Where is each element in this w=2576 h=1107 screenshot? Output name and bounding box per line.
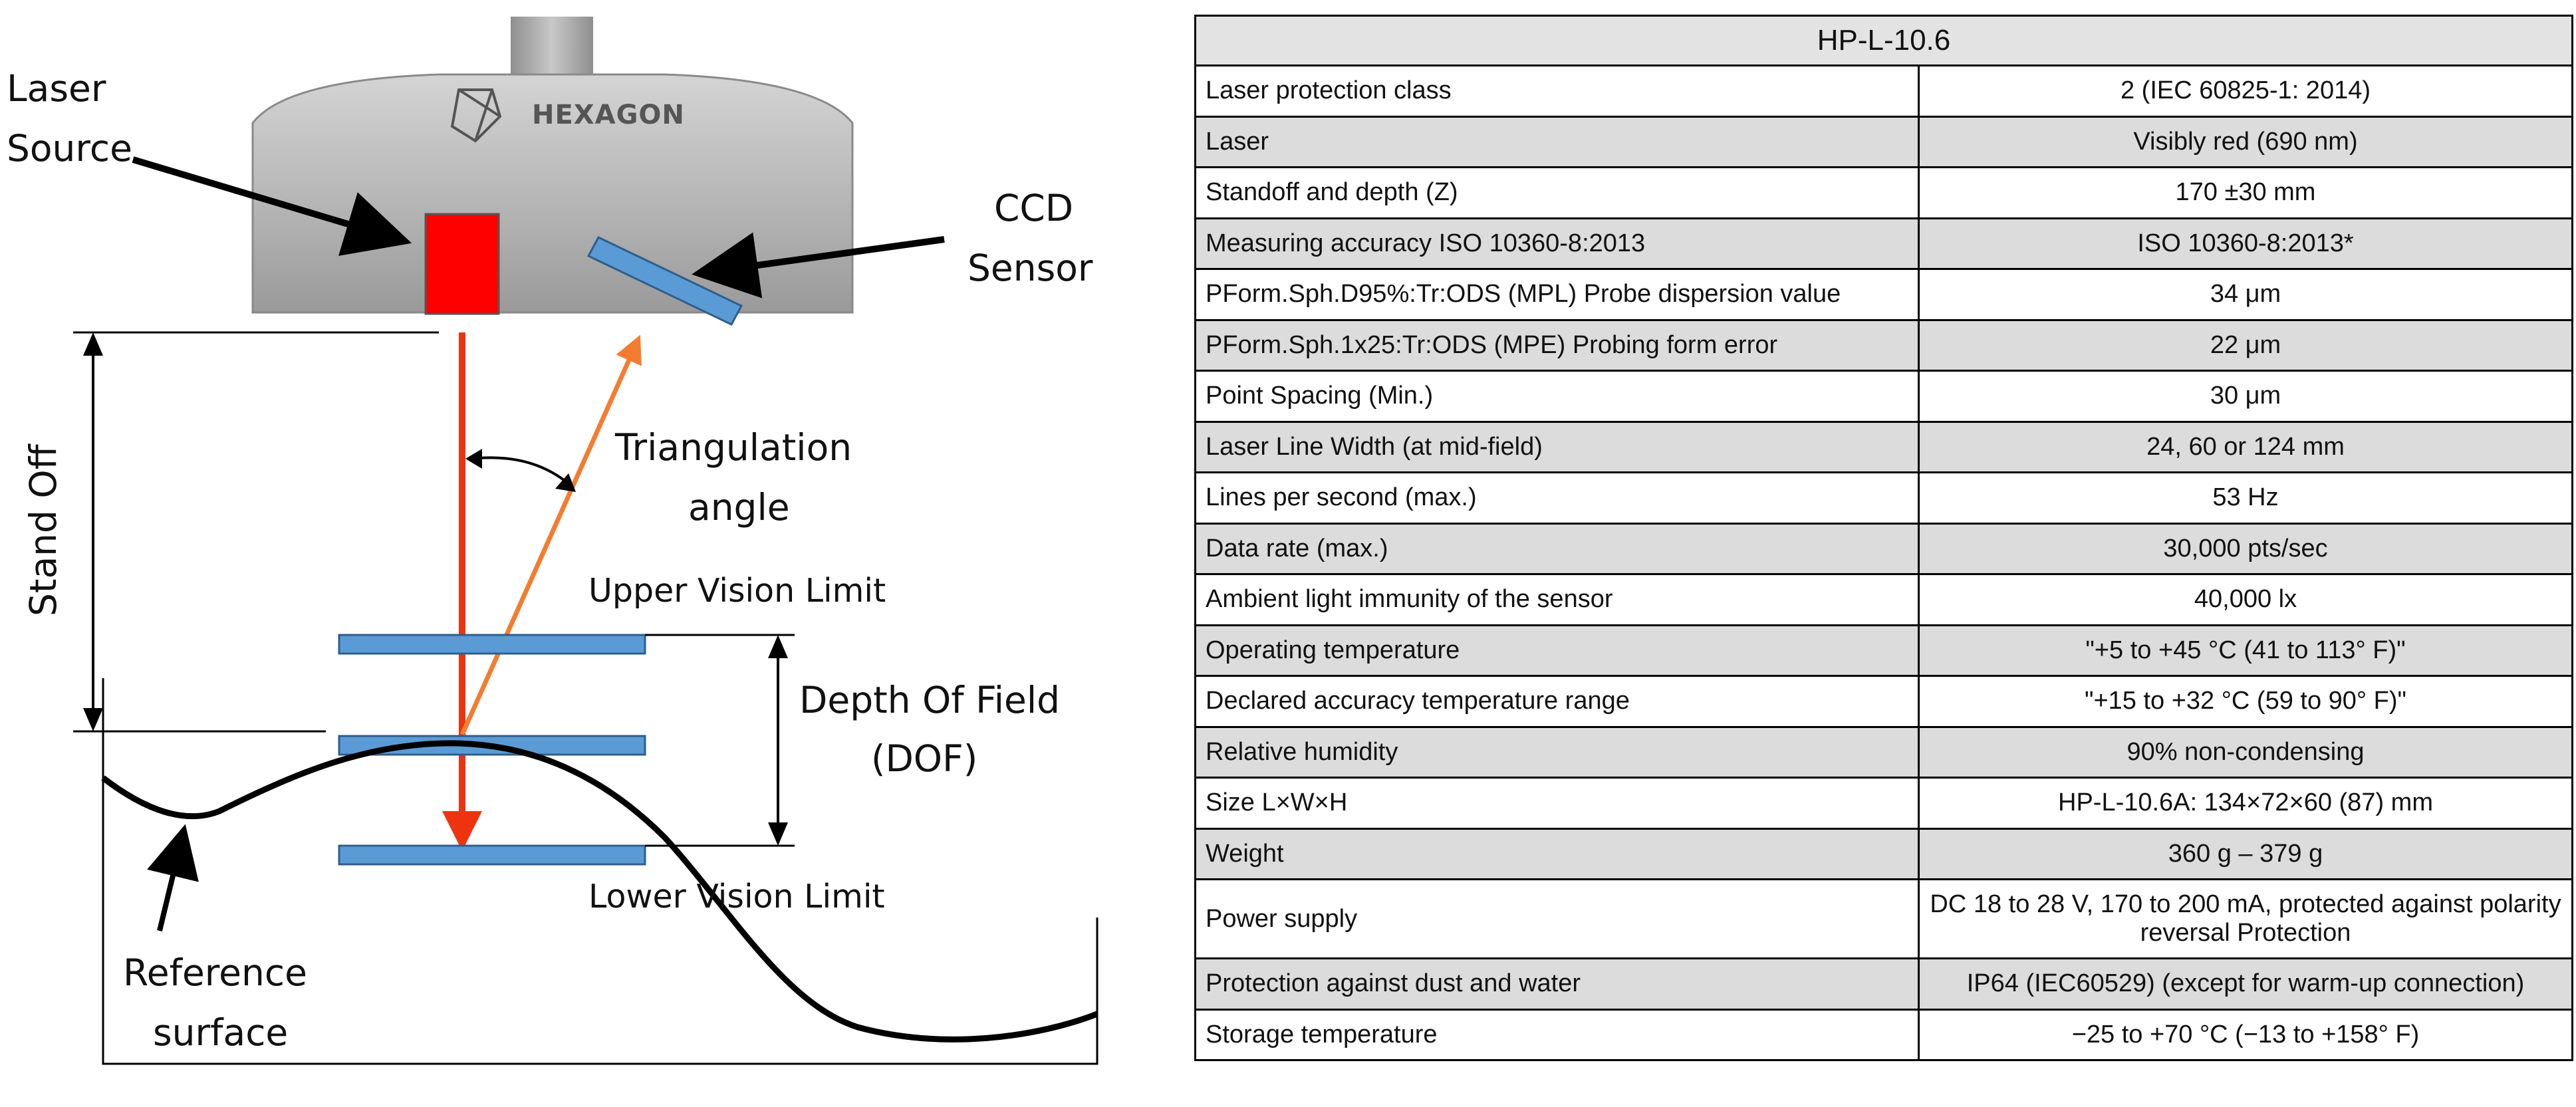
spec-value: 30,000 pts/sec <box>1918 522 2573 575</box>
laser-source-pointer <box>132 156 412 256</box>
spec-value: 40,000 lx <box>1918 573 2573 626</box>
diagram-graphic <box>73 17 1098 1065</box>
spec-label: Lines per second (max.) <box>1194 471 1920 525</box>
table-row: PForm.Sph.1x25:Tr:ODS (MPE) Probing form… <box>1194 318 2573 372</box>
stand-off-label: Stand Off <box>22 444 64 616</box>
spec-label: Power supply <box>1194 878 1920 959</box>
spec-label: Protection against dust and water <box>1194 957 1920 1011</box>
spec-value: 24, 60 or 124 mm <box>1918 420 2573 473</box>
spec-value: "+15 to +32 °C (59 to 90° F)" <box>1918 675 2573 728</box>
reference-frame <box>102 678 1098 1065</box>
laser-triangulation-diagram: HEXAGON Laser Source CCD Sensor Stand Of… <box>0 0 1104 1107</box>
table-row: Data rate (max.)30,000 pts/sec <box>1194 522 2573 575</box>
spec-label: Measuring accuracy ISO 10360-8:2013 <box>1194 217 1920 270</box>
reference-surface-curve <box>101 740 1098 1043</box>
spec-label: Storage temperature <box>1194 1008 1920 1061</box>
spec-label: Ambient light immunity of the sensor <box>1194 573 1920 626</box>
triangulation-arc <box>470 456 572 487</box>
upper-vision-limit-label: Upper Vision Limit <box>588 572 886 610</box>
spec-label: PForm.Sph.D95%:Tr:ODS (MPL) Probe disper… <box>1194 268 1920 321</box>
spec-label: Size L×W×H <box>1194 777 1920 830</box>
ccd-label-line1: CCD <box>994 187 1074 229</box>
spec-value: 34 μm <box>1918 268 2573 321</box>
spec-label: PForm.Sph.1x25:Tr:ODS (MPE) Probing form… <box>1194 318 1920 372</box>
upper-vision-plate <box>338 634 646 655</box>
table-row: PForm.Sph.D95%:Tr:ODS (MPL) Probe disper… <box>1194 268 2573 321</box>
ccd-sensor <box>586 236 743 326</box>
reference-pointer <box>147 824 199 931</box>
spec-value: 2 (IEC 60825-1: 2014) <box>1918 64 2573 118</box>
table-row: Storage temperature−25 to +70 °C (−13 to… <box>1194 1008 2573 1061</box>
spec-value: HP-L-10.6A: 134×72×60 (87) mm <box>1918 777 2573 830</box>
spec-value: 90% non-condensing <box>1918 725 2573 779</box>
spec-label: Laser Line Width (at mid-field) <box>1194 420 1920 473</box>
ccd-sensor-pointer <box>692 232 945 299</box>
hexagon-logo-icon <box>450 88 502 143</box>
table-row: Laser Line Width (at mid-field)24, 60 or… <box>1194 420 2573 473</box>
triangulation-label-line1: Triangulation <box>615 426 852 469</box>
spec-label: Point Spacing (Min.) <box>1194 370 1920 423</box>
table-row: Standoff and depth (Z)170 ±30 mm <box>1194 166 2573 219</box>
dof-label-line2: (DOF) <box>871 737 978 780</box>
spec-value: ISO 10360-8:2013* <box>1918 217 2573 270</box>
spec-value: "+5 to +45 °C (41 to 113° F)" <box>1918 624 2573 677</box>
spec-value: 30 μm <box>1918 370 2573 423</box>
spec-label: Data rate (max.) <box>1194 522 1920 575</box>
spec-value: 170 ±30 mm <box>1918 166 2573 219</box>
spec-value: DC 18 to 28 V, 170 to 200 mA, protected … <box>1918 878 2573 959</box>
table-row: Declared accuracy temperature range"+15 … <box>1194 675 2573 728</box>
ccd-label-line2: Sensor <box>967 247 1093 289</box>
reference-surface-label-line1: Reference <box>123 951 307 994</box>
spec-value: −25 to +70 °C (−13 to +158° F) <box>1918 1008 2573 1061</box>
laser-source-label-line2: Source <box>7 127 132 170</box>
spec-label: Weight <box>1194 827 1920 880</box>
table-row: Point Spacing (Min.)30 μm <box>1194 370 2573 423</box>
triangulation-label-line2: angle <box>688 486 790 529</box>
reflected-beam <box>459 334 642 736</box>
lower-vision-limit-label: Lower Vision Limit <box>588 878 885 916</box>
laser-source <box>424 213 500 315</box>
spec-value: 360 g – 379 g <box>1918 827 2573 880</box>
spec-value: 53 Hz <box>1918 471 2573 525</box>
lower-vision-plate <box>338 844 646 866</box>
spec-label: Laser <box>1194 115 1920 168</box>
hexagon-logo-text: HEXAGON <box>532 100 685 130</box>
dof-label-line1: Depth Of Field <box>799 679 1061 721</box>
laser-source-label-line1: Laser <box>7 67 106 110</box>
spec-value: IP64 (IEC60529) (except for warm-up conn… <box>1918 957 2573 1011</box>
reference-surface-label-line2: surface <box>153 1011 289 1054</box>
spec-label: Relative humidity <box>1194 725 1920 779</box>
spec-label: Laser protection class <box>1194 64 1920 118</box>
spec-value: Visibly red (690 nm) <box>1918 115 2573 168</box>
table-row: Operating temperature"+5 to +45 °C (41 t… <box>1194 624 2573 677</box>
mid-vision-plate <box>338 735 646 756</box>
spec-value: 22 μm <box>1918 318 2573 372</box>
spec-table-header: HP-L-10.6 <box>1194 15 2573 66</box>
spec-label: Declared accuracy temperature range <box>1194 675 1920 728</box>
spec-label: Standoff and depth (Z) <box>1194 166 1920 219</box>
spec-label: Operating temperature <box>1194 624 1920 677</box>
table-row: Lines per second (max.)53 Hz <box>1194 471 2573 525</box>
spec-table-title: HP-L-10.6 <box>1194 15 2573 66</box>
